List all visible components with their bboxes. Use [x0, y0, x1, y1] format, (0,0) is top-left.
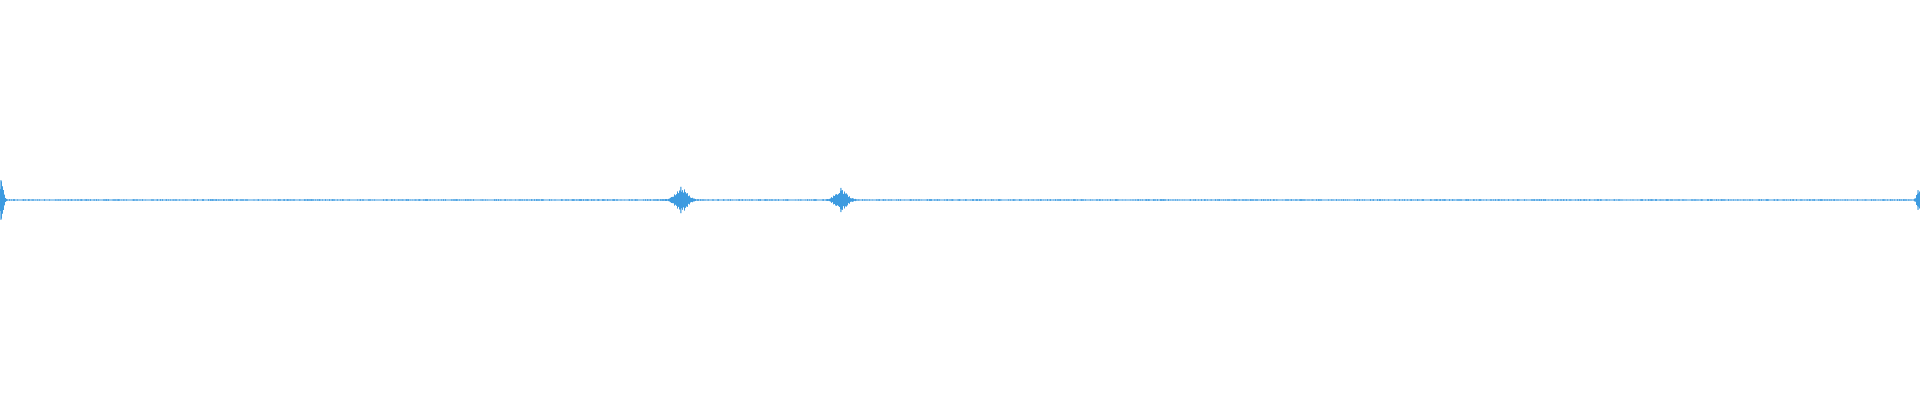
waveform-series: [0, 180, 1920, 220]
